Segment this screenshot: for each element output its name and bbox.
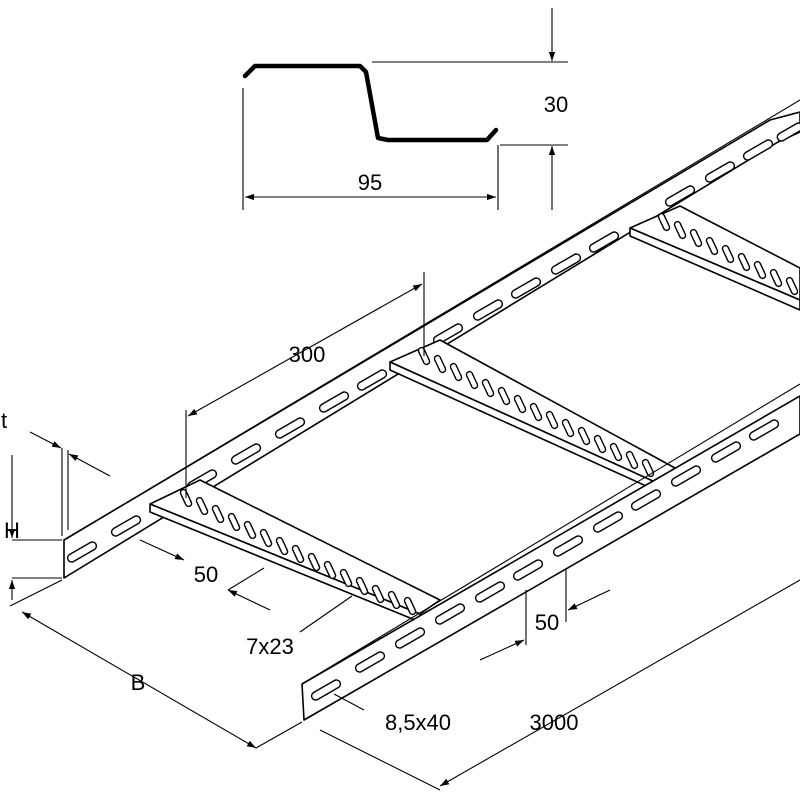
profile-cross-section: 95 30	[242, 8, 568, 210]
rung-slot-spacing-label: 50	[194, 562, 218, 587]
rail-slot-spacing-dimension: 50	[479, 568, 611, 661]
rung-3-slots	[657, 212, 799, 296]
rung-slot-size-callout: 7x23	[246, 595, 353, 659]
rung-spacing-label: 300	[289, 342, 326, 367]
rail-slot-spacing-label: 50	[535, 610, 559, 635]
rung-slot-spacing-dimension: 50	[139, 539, 271, 611]
rail-thickness-label: t	[1, 408, 7, 433]
rail-slot-size-callout: 8,5x40	[333, 693, 451, 735]
rung-1	[149, 479, 441, 623]
rung-spacing-dimension: 300	[185, 272, 425, 498]
front-rail-slots	[310, 419, 780, 701]
front-side-rail	[301, 383, 800, 721]
cable-ladder	[63, 99, 800, 721]
profile-height-label: 30	[544, 92, 568, 117]
rung-2-slots	[417, 346, 655, 478]
rail-height-dimension: H	[4, 455, 62, 600]
rung-2	[389, 339, 676, 491]
rung-profile-shape	[242, 63, 499, 143]
rail-thickness-dimension: t	[1, 408, 111, 536]
rung-1-slots	[179, 488, 417, 616]
ladder-width-dimension: B	[9, 579, 303, 749]
ladder-length-dimension: 3000	[319, 579, 800, 791]
rung-3	[629, 205, 800, 311]
profile-width-label: 95	[358, 170, 382, 195]
ladder-length-label: 3000	[530, 710, 579, 735]
ladder-width-label: B	[131, 670, 146, 695]
rung-slot-size-label: 7x23	[246, 634, 294, 659]
rail-height-label: H	[4, 518, 20, 543]
rail-slot-size-label: 8,5x40	[385, 710, 451, 735]
